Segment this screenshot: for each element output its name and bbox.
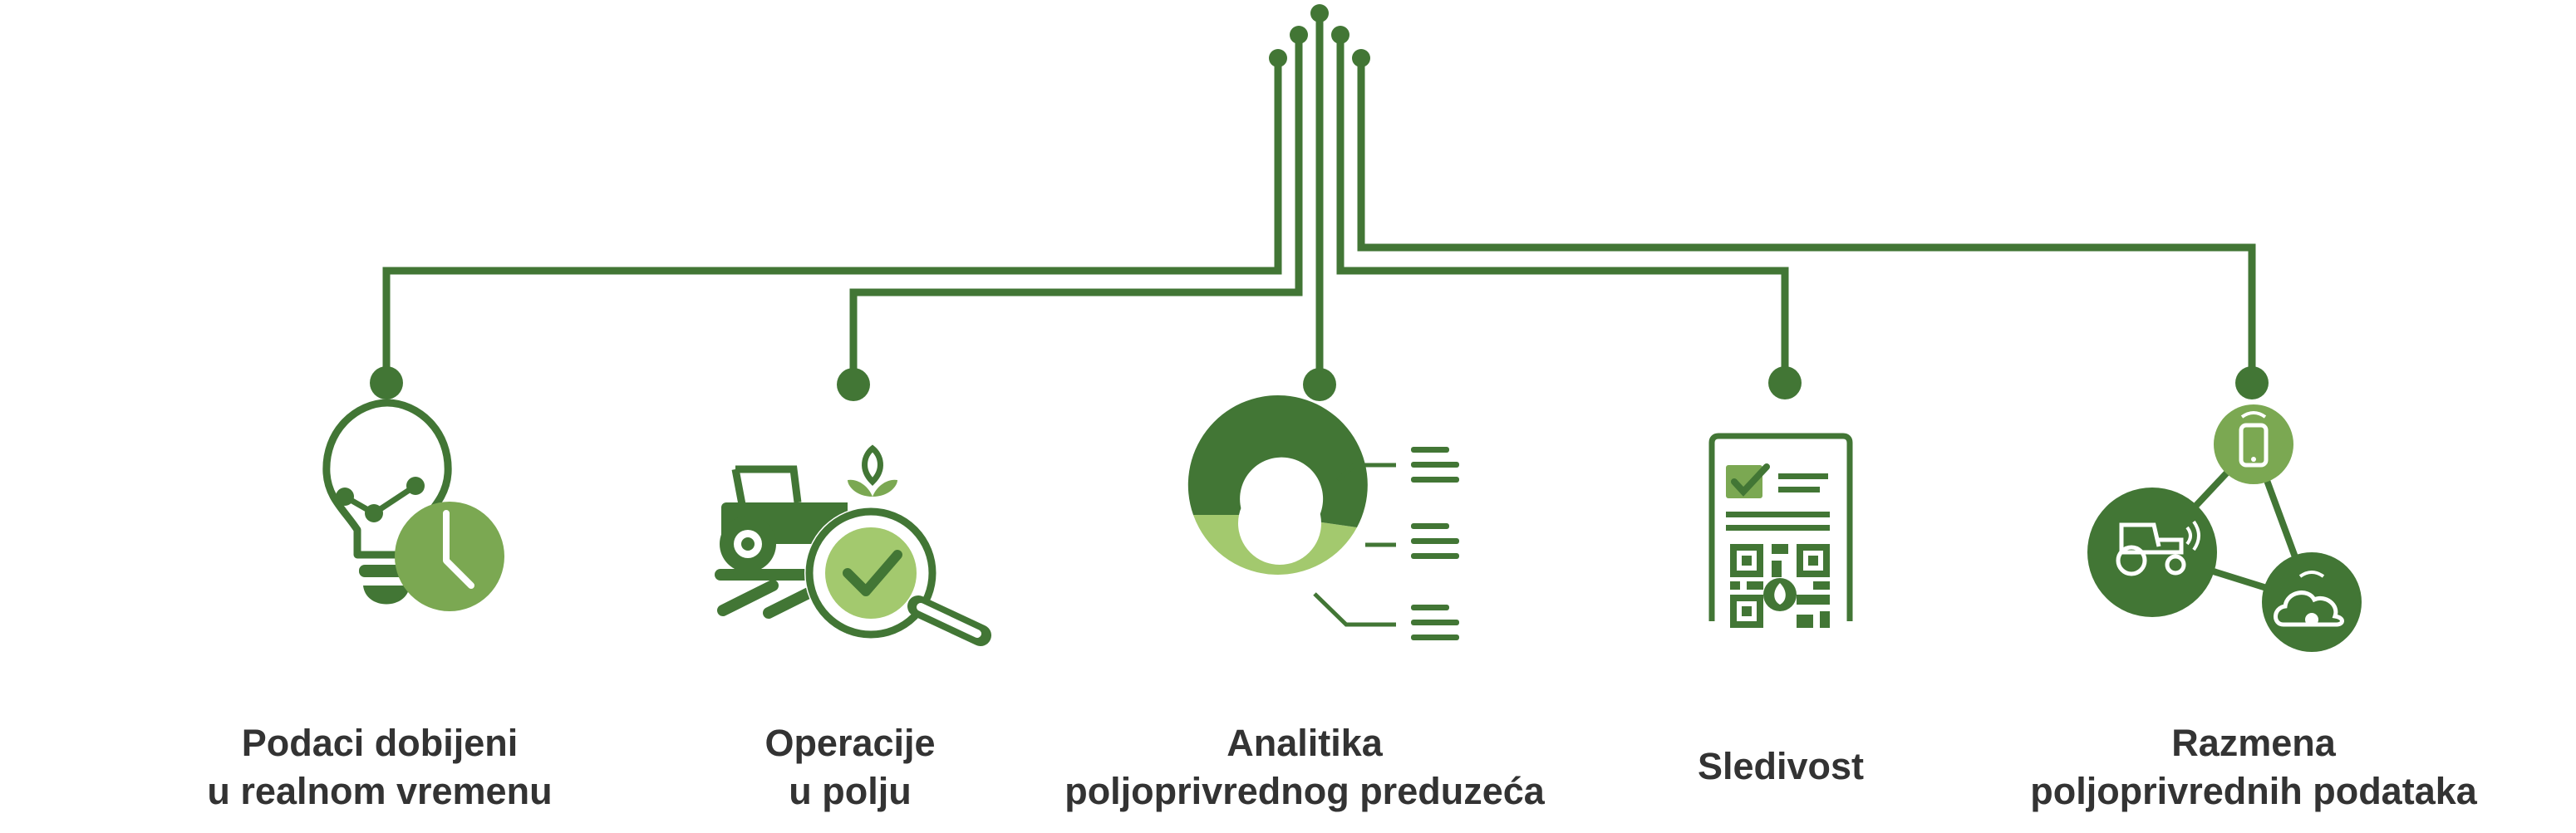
- label-traceability: Sledivost: [1490, 742, 2072, 791]
- document-qr-code-icon: [1708, 433, 1853, 628]
- label-line: Podaci dobijeni: [241, 722, 519, 764]
- label-data-exchange: Razmena poljoprivrednih podataka: [1963, 719, 2544, 816]
- label-line: poljoprivrednog preduzeća: [1064, 770, 1545, 812]
- label-field-operations: Operacije u polju: [559, 719, 1141, 816]
- connector-line-5: [1357, 58, 2256, 382]
- connector-end-dot: [1303, 368, 1336, 401]
- connector-line-1: [382, 58, 1282, 382]
- connector-line-2: [849, 35, 1303, 384]
- connector-dots: [370, 4, 2269, 401]
- connector-end-dot: [1768, 366, 1802, 399]
- connector-tree: [382, 13, 2256, 384]
- connector-top-dot: [1269, 49, 1287, 67]
- label-line: poljoprivrednih podataka: [2030, 770, 2477, 812]
- lightbulb-clock-icon: [322, 399, 504, 611]
- label-line: Operacije: [764, 722, 936, 764]
- label-real-time-data: Podaci dobijeni u realnom vremenu: [89, 719, 671, 816]
- connector-top-dot: [1290, 26, 1308, 44]
- connector-end-dot: [837, 368, 870, 401]
- label-line: u realnom vremenu: [207, 770, 553, 812]
- connector-line-4: [1336, 35, 1789, 382]
- label-line: Sledivost: [1697, 745, 1865, 787]
- connector-top-dot: [1331, 26, 1349, 44]
- connector-top-dot: [1310, 4, 1329, 22]
- connector-top-dot: [1352, 49, 1370, 67]
- label-line: Analitika: [1227, 722, 1383, 764]
- donut-chart-icon: [1187, 394, 1459, 640]
- label-line: u polju: [789, 770, 912, 812]
- connected-network-icon: [2087, 404, 2362, 652]
- label-line: Razmena: [2171, 722, 2336, 764]
- label-farm-analytics: Analitika poljoprivrednog preduzeća: [1014, 719, 1595, 816]
- connector-end-dot: [2235, 366, 2269, 399]
- connector-end-dot: [370, 366, 403, 399]
- tractor-magnifier-icon: [715, 444, 991, 646]
